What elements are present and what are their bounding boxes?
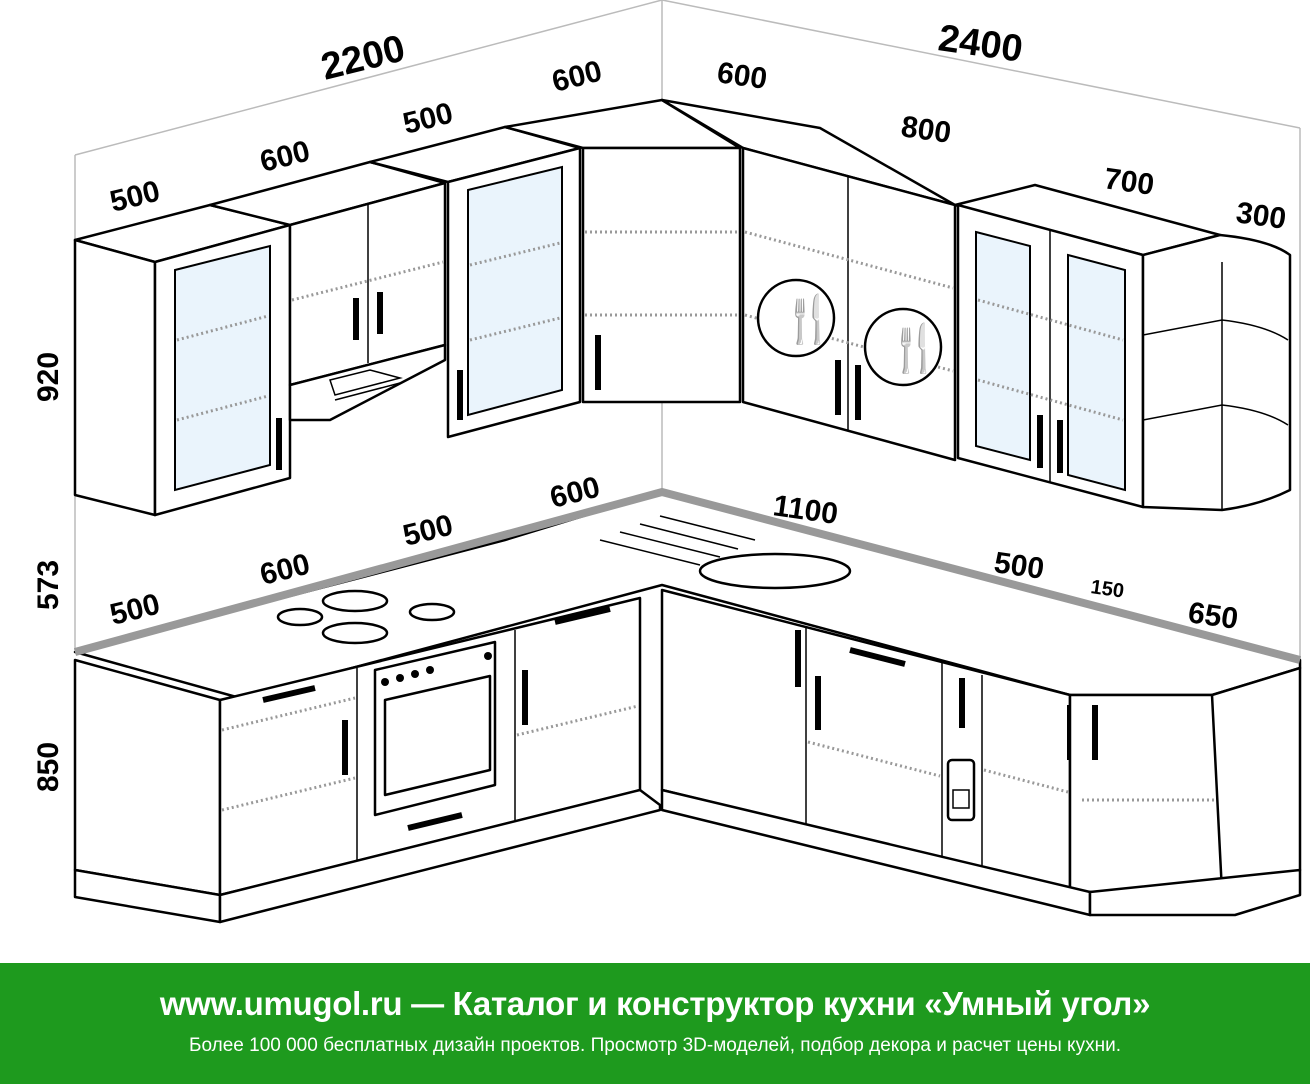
dimension-labels: 2200 2400 500 600 500 600 600 800 700 30… (32, 17, 1288, 792)
upper-cabinet-700-glass (953, 183, 1222, 509)
dim-upper-right-total: 2400 (936, 17, 1026, 70)
fork-knife-icon: 🍴 (886, 322, 943, 376)
dim-label: 600 (257, 135, 314, 179)
sink (599, 515, 852, 590)
cooktop (276, 589, 456, 645)
upper-open-shelves-300 (1141, 233, 1292, 512)
dim-upper-left-total: 2200 (317, 28, 409, 89)
dim-label: 800 (899, 110, 953, 150)
dim-label: 600 (715, 56, 769, 96)
fork-knife-icon: 🍴 (780, 293, 837, 347)
banner-subtitle: Более 100 000 бесплатных дизайн проектов… (189, 1035, 1121, 1056)
dim-height-base: 850 (32, 742, 65, 792)
promo-banner: www.umugol.ru — Каталог и конструктор ку… (0, 963, 1310, 1084)
dim-label: 150 (1089, 576, 1125, 602)
upper-cabinet-glass-2 (368, 125, 582, 439)
dim-label: 500 (107, 175, 164, 219)
upper-cabinet-left-glass (73, 203, 292, 517)
dim-label: 500 (992, 546, 1046, 586)
dim-label: 500 (107, 588, 164, 632)
dim-height-backsplash: 573 (32, 560, 65, 610)
dim-label: 500 (400, 97, 457, 141)
walls (74, 0, 1301, 660)
upper-cabinet-hood (208, 160, 447, 422)
dim-label: 600 (257, 548, 314, 592)
dim-label: 650 (1186, 596, 1240, 636)
dim-height-upper: 920 (32, 352, 65, 402)
banner-title[interactable]: www.umugol.ru — Каталог и конструктор ку… (159, 985, 1151, 1022)
base-cabinets-right (660, 588, 1302, 917)
dim-label: 500 (400, 509, 457, 553)
dim-label: 700 (1102, 162, 1156, 202)
base-cabinets-left (73, 596, 662, 924)
dim-label: 300 (1234, 196, 1288, 236)
kitchen-diagram: 🍴 🍴 (32, 0, 1302, 924)
dim-label: 600 (549, 55, 606, 99)
upper-cabinet-800: 🍴 🍴 (660, 98, 957, 462)
